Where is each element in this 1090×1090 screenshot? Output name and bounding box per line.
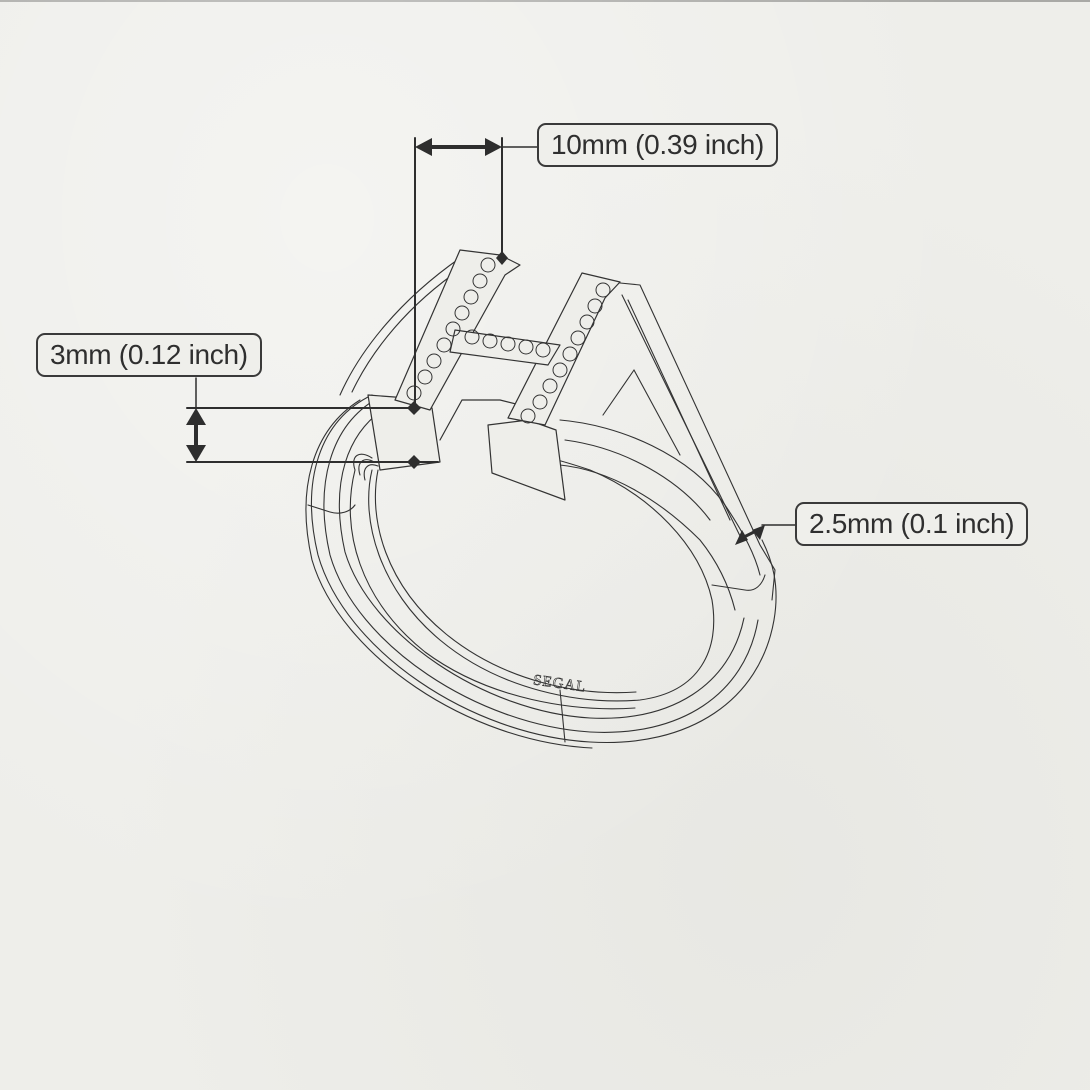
- stones-left: [406, 257, 496, 401]
- top-border: [0, 0, 1090, 2]
- dimension-label-thickness: 2.5mm (0.1 inch): [795, 502, 1029, 546]
- dimension-label-width: 10mm (0.39 inch): [537, 123, 779, 167]
- stones-right: [520, 282, 611, 424]
- dimension-width: [414, 137, 539, 409]
- right-shoulder: [602, 282, 776, 601]
- h-setting: [367, 249, 621, 501]
- dimension-label-height: 3mm (0.12 inch): [36, 333, 262, 377]
- ring-band: [305, 257, 777, 749]
- dimension-height: [186, 377, 439, 469]
- dimension-thickness: [735, 524, 796, 545]
- stones-crossbar: [464, 329, 551, 358]
